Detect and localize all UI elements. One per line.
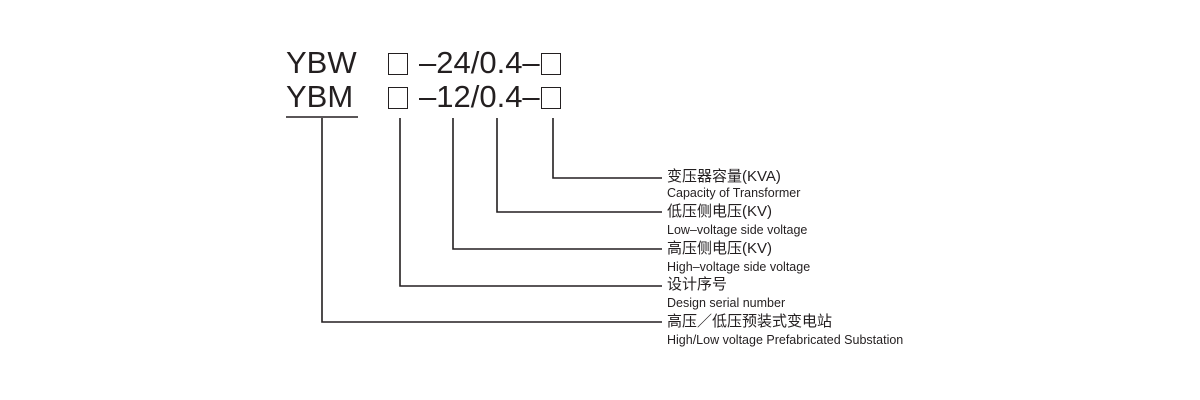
model-prefix-ybw: YBW bbox=[286, 45, 357, 80]
legend-en-low-voltage: Low–voltage side voltage bbox=[667, 223, 808, 237]
legend-cn-capacity: 变压器容量(KVA) bbox=[667, 168, 781, 185]
legend-cn-substation: 高压／低压预装式变电站 bbox=[667, 313, 833, 330]
leader-line-serial bbox=[399, 118, 662, 287]
legend-en-capacity: Capacity of Transformer bbox=[667, 186, 801, 200]
capacity-placeholder-box bbox=[541, 53, 561, 75]
model-prefix-ybm: YBM bbox=[286, 79, 354, 114]
legend-en-substation: High/Low voltage Prefabricated Substatio… bbox=[667, 333, 904, 347]
capacity-placeholder-box bbox=[541, 87, 561, 109]
leader-line-high-voltage bbox=[452, 118, 662, 250]
legend-cn-serial: 设计序号 bbox=[667, 276, 728, 293]
legend-en-serial: Design serial number bbox=[667, 296, 786, 310]
serial-placeholder-box bbox=[388, 53, 408, 75]
model-voltage-code: –12/0.4– bbox=[419, 79, 540, 114]
legend-cn-low-voltage: 低压侧电压(KV) bbox=[667, 203, 773, 220]
legend-cn-high-voltage: 高压侧电压(KV) bbox=[667, 240, 773, 257]
serial-placeholder-box bbox=[388, 87, 408, 109]
leader-line-capacity bbox=[552, 118, 662, 179]
legend-en-high-voltage: High–voltage side voltage bbox=[667, 260, 811, 274]
model-voltage-code: –24/0.4– bbox=[419, 45, 540, 80]
leader-line-low-voltage bbox=[496, 118, 662, 213]
leader-line-substation bbox=[321, 118, 662, 323]
